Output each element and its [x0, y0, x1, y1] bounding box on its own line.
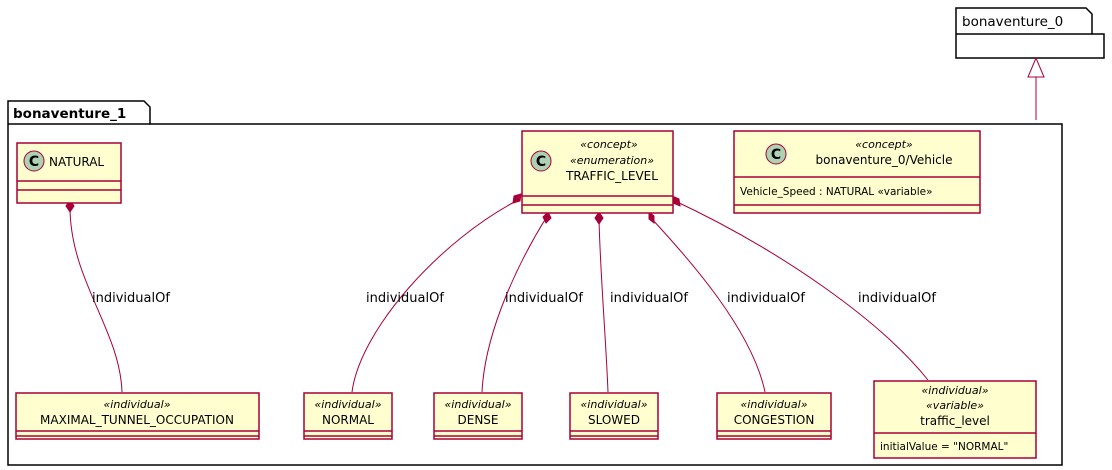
- edge-tl-var: [672, 199, 929, 381]
- package-bonaventure-0[interactable]: bonaventure_0: [955, 7, 1105, 59]
- individual-traffic-level-variable[interactable]: «individual» «variable» traffic_level in…: [873, 380, 1037, 459]
- edge-label-tl-slowed: individualOf: [610, 291, 688, 306]
- attribute-vehicle-speed: Vehicle_Speed : NATURAL «variable»: [740, 186, 933, 198]
- generalization-arrow: [1027, 56, 1045, 120]
- stereotype-individual: «individual»: [581, 398, 648, 411]
- class-traffic-level[interactable]: C «concept» «enumeration» TRAFFIC_LEVEL: [521, 130, 674, 214]
- edge-label-tl-dense: individualOf: [505, 291, 583, 306]
- class-c-icon: C: [530, 150, 552, 172]
- individual-name: NORMAL: [322, 413, 374, 427]
- stereotype-individual: «individual»: [104, 398, 171, 411]
- stereotype-enumeration: «enumeration»: [570, 154, 654, 167]
- class-c-icon: C: [765, 143, 787, 165]
- stereotype-individual: «individual»: [445, 398, 512, 411]
- edge-label-tl-var: individualOf: [858, 291, 936, 306]
- diamond-tl-slowed: [594, 211, 604, 225]
- edge-labels: individualOf individualOf individualOf i…: [92, 291, 936, 306]
- individual-slowed[interactable]: «individual» SLOWED: [569, 392, 659, 440]
- svg-text:C: C: [29, 154, 39, 170]
- individual-name: traffic_level: [920, 414, 990, 428]
- individual-name: SLOWED: [588, 413, 640, 427]
- edge-label-tl-congestion: individualOf: [727, 291, 805, 306]
- individual-name: CONGESTION: [734, 413, 815, 427]
- edge-tl-dense: [481, 217, 547, 393]
- svg-text:C: C: [536, 154, 546, 170]
- edge-label-natural-mto: individualOf: [92, 291, 170, 306]
- individual-name: DENSE: [458, 413, 499, 427]
- class-name-natural: NATURAL: [49, 155, 104, 169]
- individual-dense[interactable]: «individual» DENSE: [433, 392, 523, 440]
- svg-text:C: C: [771, 147, 781, 163]
- edge-tl-congestion: [650, 217, 766, 393]
- stereotype-individual: «individual»: [741, 398, 808, 411]
- stereotype-individual: «individual»: [922, 384, 989, 397]
- class-c-icon: C: [23, 150, 45, 172]
- class-natural[interactable]: C NATURAL: [16, 142, 122, 204]
- edge-natural-mto: [69, 206, 123, 393]
- diamond-tl-dense: [542, 211, 552, 224]
- package-title-bonaventure-1: bonaventure_1: [13, 106, 126, 122]
- attribute-initial-value: initialValue = "NORMAL": [880, 441, 1008, 453]
- individual-name: MAXIMAL_TUNNEL_OCCUPATION: [40, 413, 234, 427]
- edge-tl-slowed: [598, 217, 609, 393]
- stereotype-concept: «concept»: [580, 138, 638, 151]
- diamond-tl-congestion: [648, 210, 655, 225]
- class-vehicle[interactable]: C «concept» bonaventure_0/Vehicle Vehicl…: [733, 130, 981, 214]
- edge-label-tl-normal: individualOf: [366, 291, 444, 306]
- class-name-vehicle: bonaventure_0/Vehicle: [816, 153, 953, 167]
- class-name-traffic-level: TRAFFIC_LEVEL: [565, 169, 658, 183]
- individual-maximal-tunnel-occupation[interactable]: «individual» MAXIMAL_TUNNEL_OCCUPATION: [15, 392, 260, 440]
- stereotype-variable: «variable»: [926, 399, 984, 412]
- package-title-bonaventure-0: bonaventure_0: [962, 14, 1063, 30]
- individual-congestion[interactable]: «individual» CONGESTION: [716, 392, 832, 440]
- edge-tl-normal: [351, 198, 521, 393]
- stereotype-individual: «individual»: [315, 398, 382, 411]
- diamond-tl-normal: [512, 193, 522, 204]
- stereotype-concept: «concept»: [855, 138, 913, 151]
- individual-normal[interactable]: «individual» NORMAL: [303, 392, 393, 440]
